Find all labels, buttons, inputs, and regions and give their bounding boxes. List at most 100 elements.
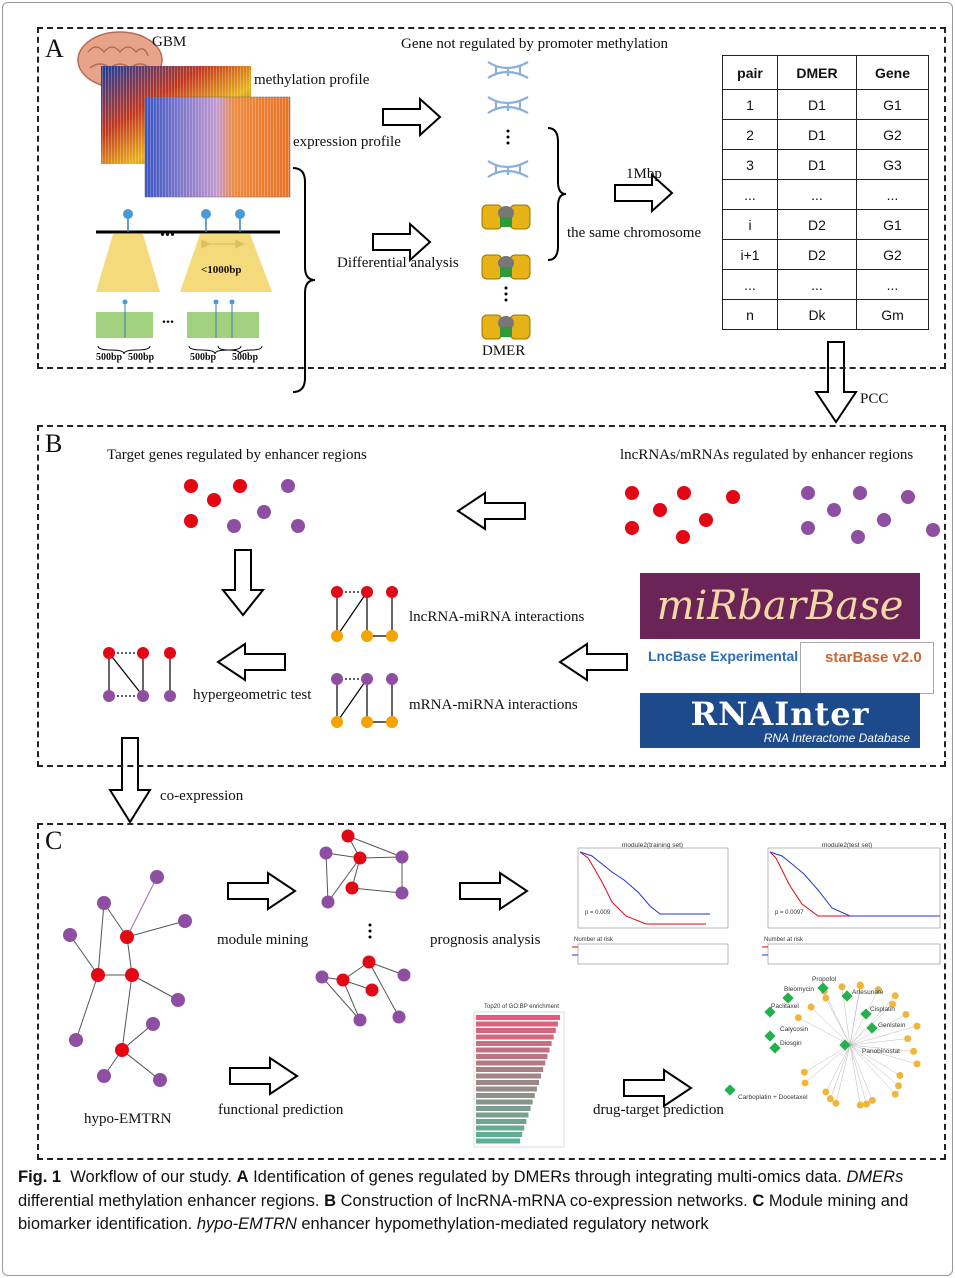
go-bar — [476, 1132, 523, 1137]
pair-table-row: ......... — [722, 269, 929, 300]
drug-node — [817, 982, 829, 994]
caption-fig-number: Fig. 1 — [18, 1168, 62, 1186]
caption-s1: Workflow of our study. — [70, 1168, 232, 1186]
module-mining-label: module mining — [217, 932, 309, 948]
gene-node — [913, 1022, 921, 1030]
gene-node — [891, 992, 899, 1000]
go-bar — [476, 1034, 554, 1040]
drug-label: Paclitaxel — [771, 1003, 799, 1010]
coexpression-label: co-expression — [160, 788, 244, 804]
pair-table-cell: ... — [777, 179, 857, 210]
enhancer-icons — [481, 204, 531, 340]
lnc-mrna-label: lncRNAs/mRNAs regulated by enhancer regi… — [620, 447, 914, 463]
drug-edge — [830, 1044, 851, 1099]
lncbase-logo: LncBase Experimental — [648, 648, 799, 664]
drug-node — [839, 1039, 851, 1051]
lnc-mirna-label: lncRNA-miRNA interactions — [409, 609, 585, 625]
gene-node — [856, 1101, 864, 1109]
go-barchart — [473, 1011, 565, 1148]
rnainter-subtitle: RNA Interactome Database — [763, 731, 910, 745]
gene-node — [891, 1090, 899, 1098]
caption-c: C — [752, 1191, 765, 1210]
bp-label-3: 500bp — [190, 352, 217, 363]
drug-edge — [849, 985, 861, 1046]
brace-right — [547, 127, 567, 261]
window-label: 1Mbp — [626, 166, 662, 182]
drug-edge — [849, 1044, 914, 1052]
km-test-pvalue: p = 0.0097 — [775, 910, 804, 916]
gene-node — [904, 1035, 912, 1043]
caption-s6: enhancer hypomethylation-mediated regula… — [301, 1215, 709, 1233]
pair-table-cell: G2 — [856, 119, 929, 150]
caption-a: A — [236, 1168, 249, 1186]
pair-table-cell: Dk — [777, 299, 857, 330]
pair-table-cell: 3 — [722, 149, 778, 180]
bp-label-1: 500bp — [96, 352, 123, 363]
panel-c-frame — [37, 823, 946, 1160]
pair-table-cell: D1 — [777, 119, 857, 150]
drug-edge — [804, 1044, 851, 1084]
pair-table-header: pair DMER Gene — [722, 55, 929, 90]
go-bar — [476, 1073, 542, 1079]
drug-node — [764, 1006, 776, 1018]
merged-net — [103, 647, 176, 702]
drug-label: Calycosin — [780, 1026, 809, 1033]
module-network-bottom — [315, 955, 411, 1027]
pair-table-cell: D1 — [777, 149, 857, 180]
rnainter-title: RNAInter — [690, 695, 870, 733]
drug-edge — [849, 995, 896, 1046]
drug-label: Propofol — [812, 976, 837, 983]
gene-node — [896, 1072, 904, 1080]
differential-analysis-label: Differential analysis — [337, 255, 459, 271]
brace-left — [292, 167, 316, 393]
drug-label: Diosgin — [780, 1040, 802, 1047]
km-training-pvalue: p = 0.009 — [585, 910, 611, 916]
drug-edge — [849, 1044, 918, 1065]
go-bar — [476, 1099, 533, 1105]
pair-table-cell: D2 — [777, 239, 857, 270]
panel-a-graphics — [77, 31, 674, 393]
caption-b: B — [324, 1191, 336, 1210]
target-genes-label: Target genes regulated by enhancer regio… — [107, 447, 367, 463]
pair-table-cell: ... — [722, 179, 778, 210]
pair-table-cell: ... — [777, 269, 857, 300]
drug-node — [866, 1022, 878, 1034]
mrna-mirna-label: mRNA-miRNA interactions — [409, 697, 578, 713]
genome-schematic — [96, 209, 280, 355]
drug-edge — [849, 1044, 901, 1076]
mrna-mirna-net — [331, 673, 398, 728]
drug-edge — [849, 1014, 907, 1046]
pair-table-row: ......... — [722, 179, 929, 210]
go-bar — [476, 1047, 550, 1053]
gene-node — [832, 1099, 840, 1107]
hypo-network — [63, 870, 192, 1087]
go-bar — [476, 1080, 539, 1085]
drug-node — [782, 992, 794, 1004]
pair-table-cell: D1 — [777, 89, 857, 120]
drug-label: Bleomycin — [784, 986, 814, 993]
panel-a-frame — [37, 27, 946, 369]
go-bar — [476, 1060, 546, 1066]
module-network-top — [319, 829, 409, 909]
caption-hypo: hypo-EMTRN — [196, 1215, 297, 1233]
starbase-label: starBase v2.0 — [825, 649, 922, 666]
pair-table-cell: ... — [856, 179, 929, 210]
gene-node — [838, 983, 846, 991]
drug-edge — [835, 1044, 851, 1104]
hypergeometric-label: hypergeometric test — [193, 687, 312, 703]
gene-node — [800, 1068, 808, 1076]
bp-label-2: 500bp — [128, 352, 155, 363]
drug-edge — [825, 1044, 851, 1093]
panel-b-graphics — [103, 479, 940, 728]
hollow-arrows-a — [372, 96, 674, 263]
drug-node — [841, 990, 853, 1002]
drug-edge — [798, 1017, 851, 1046]
go-bar — [476, 1028, 556, 1033]
go-chart-title: Top20 of GO:BP enrichment — [484, 1004, 559, 1010]
